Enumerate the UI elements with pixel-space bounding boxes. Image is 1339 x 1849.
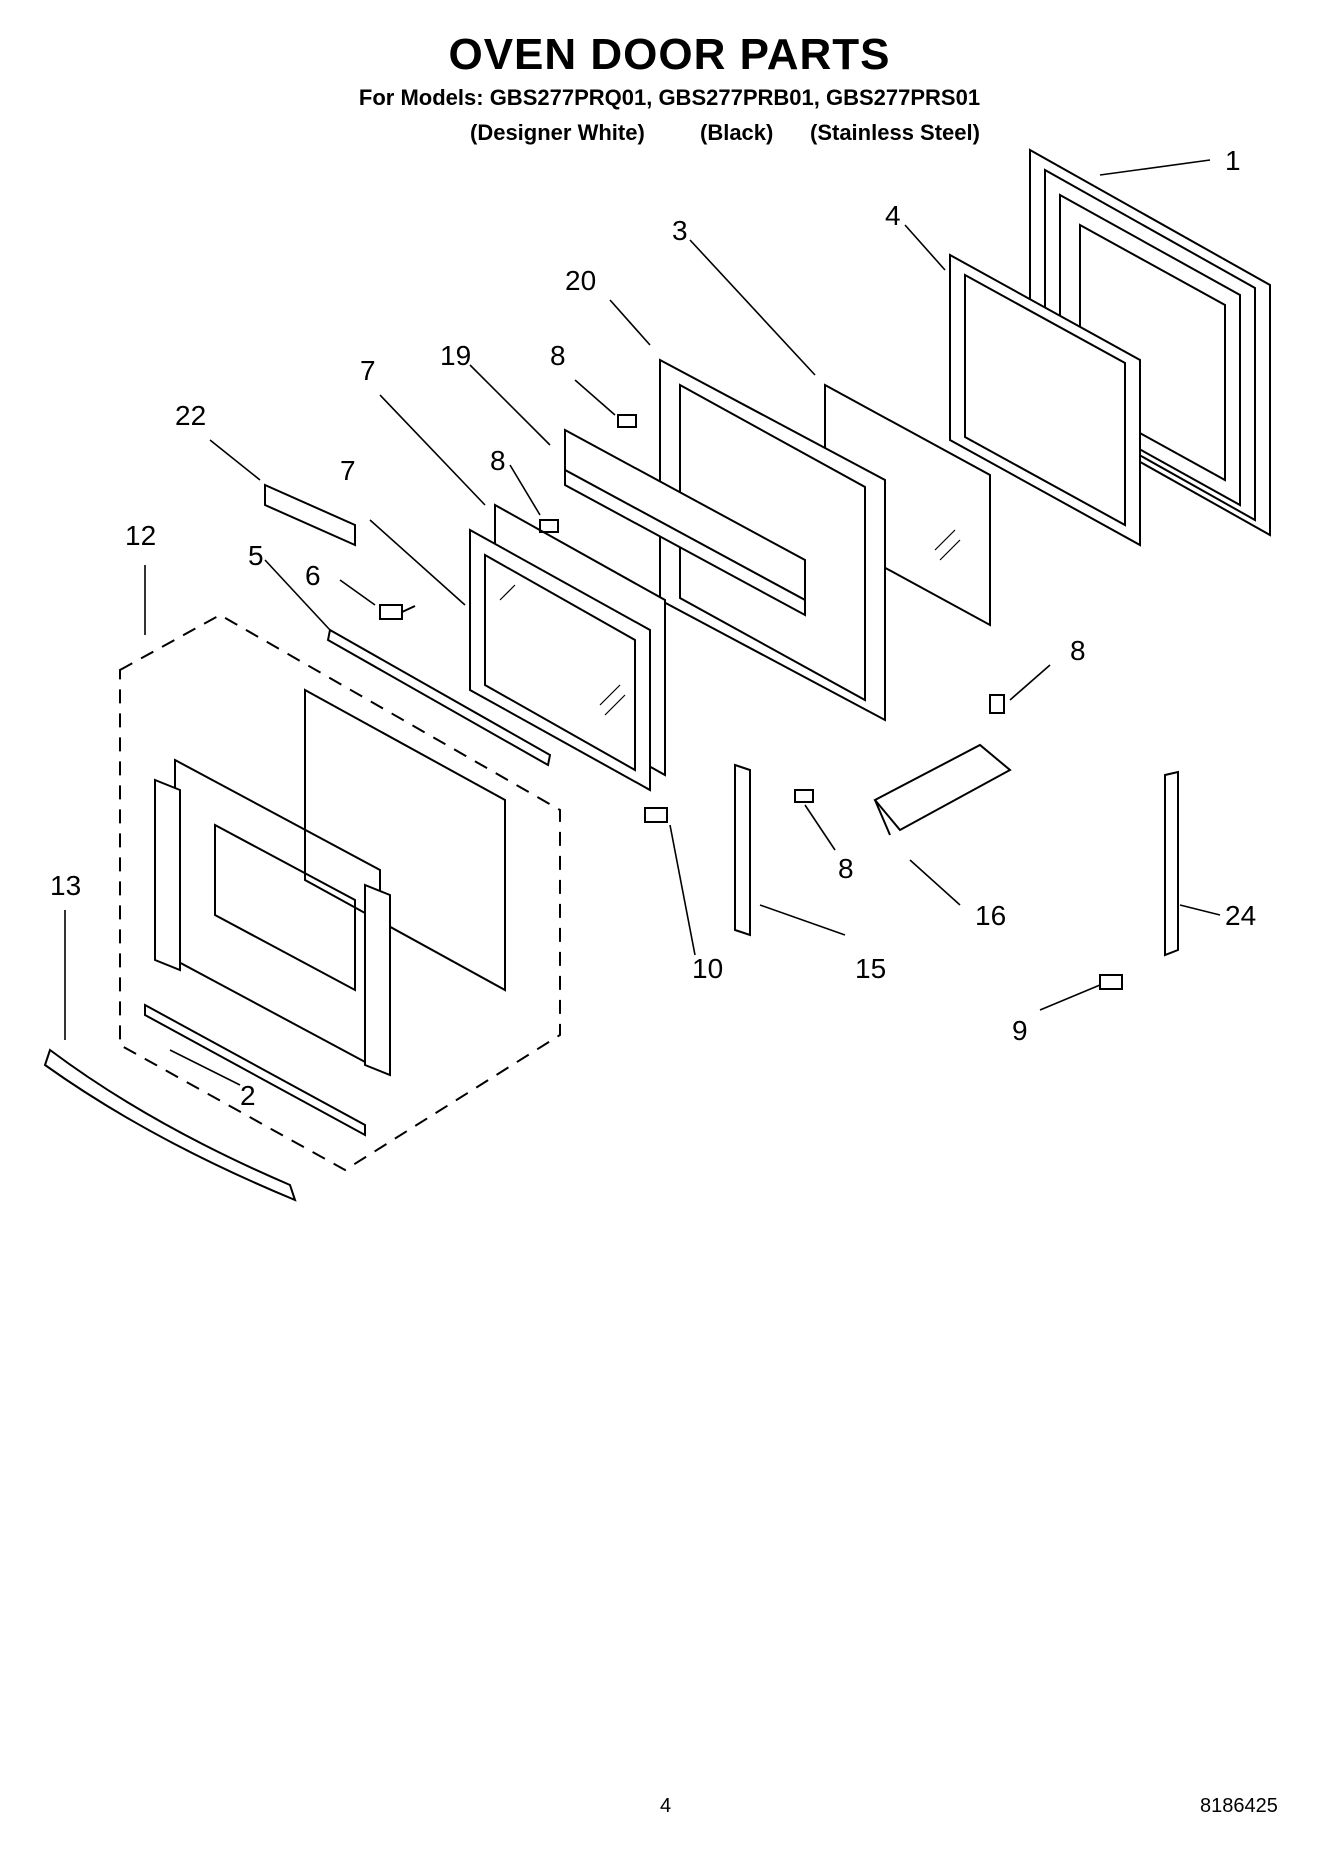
part-8-screw-b <box>539 519 559 533</box>
callout-7a: 7 <box>360 355 376 386</box>
part-12-door-assembly-outline <box>119 613 561 1172</box>
callout-9: 9 <box>1012 1015 1028 1046</box>
part-16-bracket <box>873 743 1012 832</box>
callout-7b: 7 <box>340 455 356 486</box>
part-7-glass-front <box>469 528 651 792</box>
finish-stainless-steel: (Stainless Steel) <box>810 120 980 145</box>
part-13-handle <box>43 1048 297 1202</box>
part-8-screw-a <box>617 414 637 428</box>
callout-3: 3 <box>672 215 688 246</box>
callout-20: 20 <box>565 265 596 296</box>
callout-22: 22 <box>175 400 206 431</box>
callout-15: 15 <box>855 953 886 984</box>
callout-8b: 8 <box>490 445 506 476</box>
callout-10: 10 <box>692 953 723 984</box>
callout-8a: 8 <box>550 340 566 371</box>
part-2-clip <box>144 1003 366 1137</box>
callout-2: 2 <box>240 1080 256 1111</box>
callout-5: 5 <box>248 540 264 571</box>
part-4-frame <box>949 253 1141 547</box>
part-5-strip <box>326 628 552 767</box>
part-6-screw <box>379 604 416 620</box>
part-8-screw-c <box>989 694 1005 714</box>
callout-6: 6 <box>305 560 321 591</box>
models-line: For Models: GBS277PRQ01, GBS277PRB01, GB… <box>358 85 981 110</box>
callout-1: 1 <box>1225 145 1241 176</box>
part-24-hinge-arm <box>1164 770 1179 957</box>
finish-designer-white: (Designer White) <box>470 120 645 145</box>
part-10-screw <box>644 807 668 823</box>
part-22-bracket <box>264 483 356 547</box>
document-number: 8186425 <box>1200 1795 1278 1817</box>
callout-24: 24 <box>1225 900 1256 931</box>
page-number: 4 <box>660 1795 672 1817</box>
page-title: OVEN DOOR PARTS <box>448 30 891 79</box>
part-9-screw <box>1099 974 1123 990</box>
callout-16: 16 <box>975 900 1006 931</box>
callout-13: 13 <box>50 870 81 901</box>
callout-4: 4 <box>885 200 901 231</box>
part-15-hinge <box>734 763 751 937</box>
callout-8d: 8 <box>838 853 854 884</box>
callout-8c: 8 <box>1070 635 1086 666</box>
callout-12: 12 <box>125 520 156 551</box>
finish-black: (Black) <box>700 120 774 145</box>
part-8-screw-d <box>794 789 814 803</box>
callout-19: 19 <box>440 340 471 371</box>
